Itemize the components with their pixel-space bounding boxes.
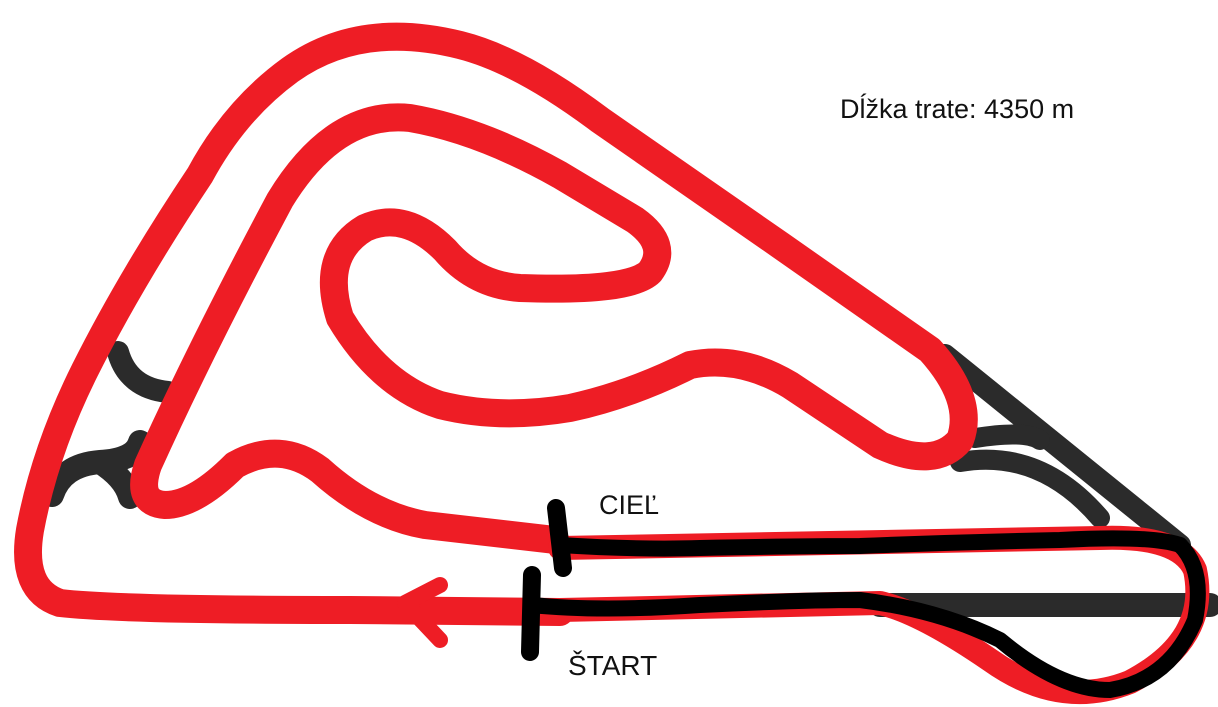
track-outer-loop [28, 37, 964, 612]
track-length-label: Dĺžka trate: 4350 m [840, 94, 1074, 125]
finish-label: CIEĽ [599, 490, 659, 521]
start-label: ŠTART [568, 650, 657, 682]
finish-line-icon [556, 508, 563, 568]
start-line-icon [530, 575, 532, 652]
service-road-upper-left [118, 352, 168, 392]
